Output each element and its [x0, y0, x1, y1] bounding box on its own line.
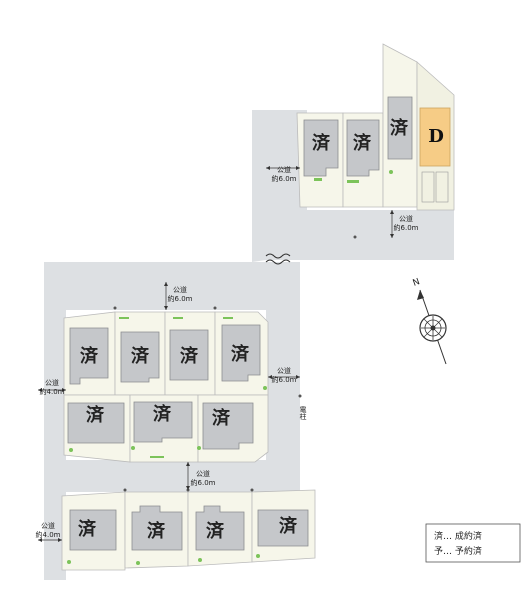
house-ne-1	[303, 119, 339, 177]
house-mid-1	[69, 327, 109, 385]
compass: N	[412, 277, 447, 365]
lot-mid-6-status: 済	[153, 403, 172, 425]
house-bot-1	[69, 509, 117, 551]
road-north-bottom-width: 約6.0m	[394, 223, 419, 232]
lot-mid-1-status: 済	[80, 345, 99, 367]
road-bottom-left-width: 約4.0m	[36, 530, 61, 539]
road-middle-top-label: 公道	[173, 285, 187, 294]
legend-sold: 済… 成約済	[434, 530, 482, 542]
road-north-corner	[252, 195, 300, 262]
parking-d-1	[421, 171, 435, 203]
road-middle-top	[44, 262, 298, 310]
lot-mid-3-status: 済	[180, 345, 199, 367]
lot-ne-1-status: 済	[312, 132, 331, 154]
road-north-bottom-label: 公道	[399, 214, 413, 223]
house-ne-d	[419, 107, 451, 167]
legend: 済… 成約済 予… 予約済	[425, 523, 521, 563]
compass-north-letter: N	[412, 277, 422, 289]
markers	[113, 235, 357, 492]
lot-ne-3-status: 済	[390, 117, 409, 139]
block-middle: 済 済 済 済 済 済 済	[63, 311, 269, 463]
block-bottom: 済 済 済 済	[61, 489, 316, 571]
road-lower-middle	[44, 460, 300, 492]
house-bot-3	[195, 505, 245, 551]
house-mid-5	[67, 402, 125, 444]
lot-bot-2-status: 済	[147, 520, 166, 542]
legend-box	[425, 523, 521, 563]
lot-mid-5-status: 済	[86, 404, 105, 426]
utility-pole-label: 電柱	[299, 406, 307, 421]
greenery	[67, 170, 393, 565]
road-middle-left-label: 公道	[45, 378, 59, 387]
house-ne-2	[346, 119, 380, 177]
house-ne-3	[387, 96, 413, 160]
house-mid-3	[169, 329, 209, 381]
lot-ne-2-status: 済	[353, 132, 372, 154]
road-lower-middle-width: 約6.0m	[191, 478, 216, 487]
house-bot-2	[131, 505, 183, 551]
road-bottom-left-label: 公道	[41, 521, 55, 530]
road-left	[44, 262, 66, 580]
lot-mid-2-status: 済	[131, 345, 150, 367]
house-bot-4	[257, 509, 309, 547]
road-dimensions: 公道 約6.0m 公道 約6.0m 公道 約6.0m 公道 約6.0m 公道 約…	[36, 165, 419, 542]
lot-d-label: D	[428, 126, 444, 147]
road-middle-left-width: 約4.0m	[40, 387, 65, 396]
lot-mid-4-status: 済	[231, 343, 250, 365]
parking-d-2	[435, 171, 449, 203]
road-middle-right-label: 公道	[277, 366, 291, 375]
lot-bot-3-status: 済	[206, 520, 225, 542]
house-mid-6	[133, 401, 193, 443]
house-mid-7	[202, 402, 254, 450]
lot-bot-4-status: 済	[279, 515, 298, 537]
house-mid-4	[221, 324, 261, 382]
legend-reserved: 予… 予約済	[434, 545, 482, 557]
road-middle-top-width: 約6.0m	[168, 294, 193, 303]
lot-mid-7-status: 済	[212, 407, 231, 429]
road-lower-middle-label: 公道	[196, 469, 210, 478]
road-middle-right-width: 約6.0m	[272, 375, 297, 384]
road-break-mark	[265, 253, 291, 265]
road-north-left-width: 約6.0m	[272, 174, 297, 183]
road-north-left-label: 公道	[277, 165, 291, 174]
lot-bot-1-status: 済	[78, 518, 97, 540]
block-north-east: 済 済 済 D	[296, 43, 455, 211]
house-mid-2	[120, 331, 160, 383]
